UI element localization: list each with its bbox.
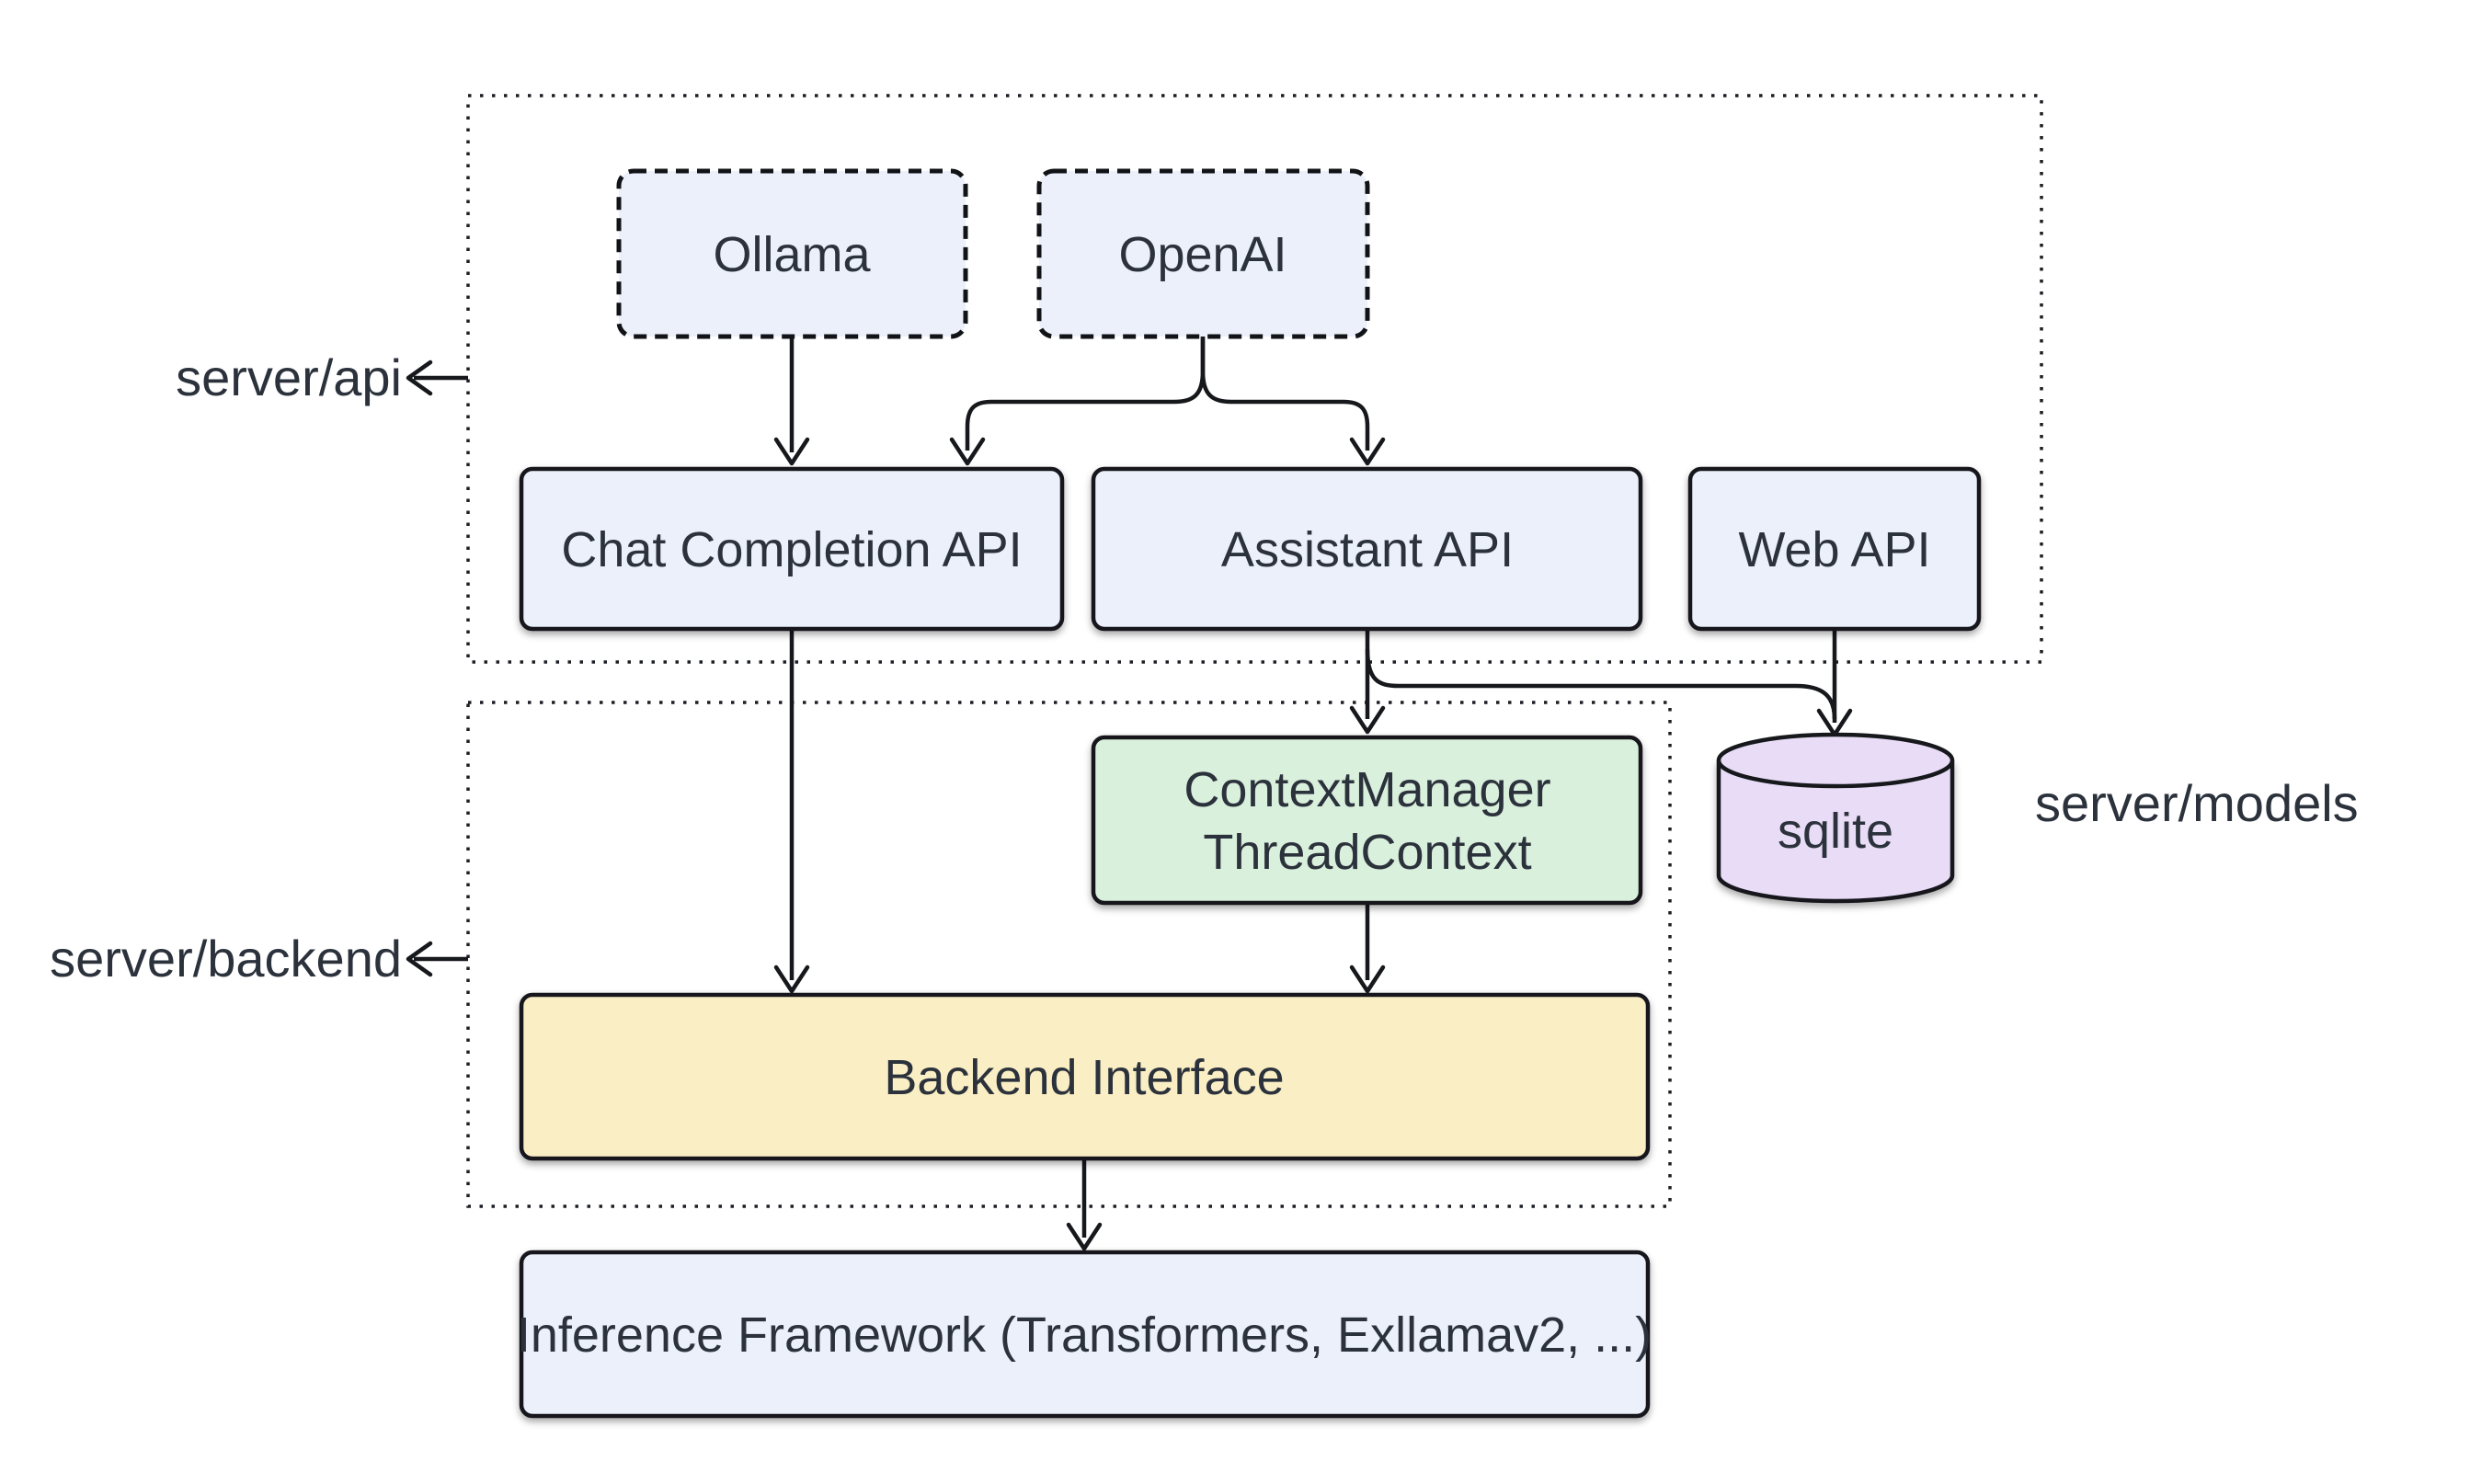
context-manager-label-line1: ContextManager (1184, 762, 1550, 817)
server-models-label: server/models (2035, 774, 2359, 832)
server-backend-container (466, 701, 1672, 1208)
openai-box (1036, 168, 1370, 339)
web-api-label: Web API (1738, 522, 1930, 577)
node-inference-framework: Inference Framework (Transformers, Exlla… (517, 1250, 1652, 1419)
assistant-api-box (1091, 466, 1643, 632)
context-manager-label-line2: ThreadContext (1203, 825, 1531, 880)
edge-openai-chat (965, 337, 1206, 451)
chat-completion-api-box (519, 466, 1065, 632)
server-backend-label-group: server/backend (50, 930, 468, 987)
down-arrow-icon (1066, 1222, 1103, 1251)
backend-interface-box (519, 992, 1651, 1161)
sqlite-cylinder-top (1716, 732, 1955, 789)
ollama-box (616, 168, 968, 339)
down-arrow-icon (773, 965, 810, 994)
inference-framework-label: Inference Framework (Transformers, Exlla… (517, 1307, 1652, 1363)
edge-assistant-sqlite (1365, 648, 1837, 720)
node-chat-completion-api: Chat Completion API (519, 466, 1065, 632)
chat-completion-api-label: Chat Completion API (561, 522, 1022, 577)
down-arrow-icon (949, 437, 986, 466)
ollama-label: Ollama (713, 227, 871, 282)
down-arrow-icon (773, 437, 810, 466)
node-sqlite: sqlite (1716, 732, 1955, 904)
openai-label: OpenAI (1118, 227, 1286, 282)
server-api-label: server/api (176, 348, 402, 406)
down-arrow-icon (1349, 705, 1386, 735)
assistant-api-label: Assistant API (1221, 522, 1514, 577)
node-openai: OpenAI (1036, 168, 1370, 339)
node-ollama: Ollama (616, 168, 968, 339)
edges (773, 337, 1853, 1251)
web-api-box (1687, 466, 1982, 632)
node-context-manager: ContextManager ThreadContext (1091, 735, 1643, 906)
sqlite-label: sqlite (1778, 804, 1893, 859)
sqlite-cylinder-body (1716, 760, 1955, 904)
server-api-label-group: server/api (176, 348, 468, 406)
down-arrow-icon (1349, 965, 1386, 994)
left-arrow-icon (406, 360, 433, 396)
left-arrow-icon (406, 941, 433, 977)
server-backend-label: server/backend (50, 930, 402, 987)
inference-framework-box (519, 1250, 1651, 1419)
node-web-api: Web API (1687, 466, 1982, 632)
context-manager-box (1091, 735, 1643, 906)
node-assistant-api: Assistant API (1091, 466, 1643, 632)
down-arrow-icon (1349, 437, 1386, 466)
backend-interface-label: Backend Interface (884, 1050, 1284, 1105)
edge-openai-assistant (1200, 337, 1370, 451)
node-backend-interface: Backend Interface (519, 992, 1651, 1161)
